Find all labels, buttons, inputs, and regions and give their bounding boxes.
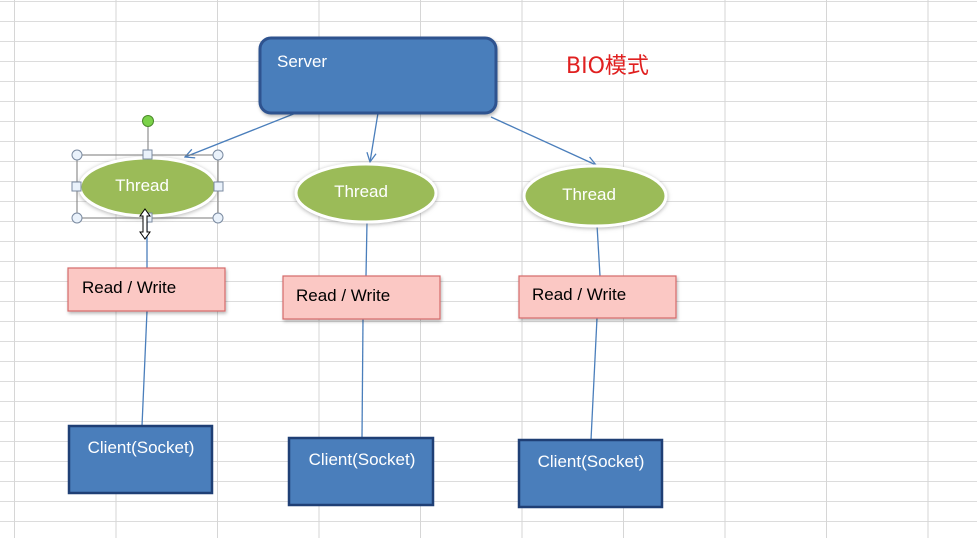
thread-node-3[interactable]: Thread [522,164,668,228]
thread-label-3: Thread [562,185,616,204]
read-write-node-2[interactable]: Read / Write [282,275,441,320]
thread-node-2[interactable]: Thread [294,162,438,224]
connector-server-thread-2 [370,112,379,162]
client-box-2[interactable] [287,436,435,507]
resize-handle-left[interactable] [71,181,82,192]
read-write-node-3[interactable]: Read / Write [518,275,677,319]
client-box-3[interactable] [517,438,664,509]
resize-handle-top-left[interactable] [71,149,83,161]
connector-rw-client-2 [361,318,364,439]
resize-handle-bottom-left[interactable] [71,212,83,224]
resize-handle-top[interactable] [142,149,153,160]
read-write-node-1[interactable]: Read / Write [67,267,226,312]
thread-label-2: Thread [334,182,388,201]
diagram-title: BIO模式 [566,54,649,79]
read-write-box-1[interactable] [67,267,226,312]
client-label-2: Client(Socket) [309,450,416,469]
read-write-label-1: Read / Write [82,278,176,297]
resize-handle-top-right[interactable] [212,149,224,161]
client-node-3[interactable]: Client(Socket) [517,438,664,509]
client-node-1[interactable]: Client(Socket) [67,424,214,495]
client-label-1: Client(Socket) [88,438,195,457]
thread-ellipse-2[interactable] [294,162,438,224]
connector-rw-client-1 [141,310,148,427]
read-write-label-3: Read / Write [532,285,626,304]
client-box-1[interactable] [67,424,214,495]
read-write-label-2: Read / Write [296,286,390,305]
server-node[interactable]: Server [258,36,498,115]
client-label-3: Client(Socket) [538,452,645,471]
connector-server-thread-3 [490,116,596,165]
connector-thread-rw-3 [596,224,601,277]
rotate-handle[interactable] [142,115,154,127]
server-label: Server [277,52,327,71]
thread-label-1: Thread [115,176,169,195]
thread-node-1[interactable]: Thread [78,156,218,218]
read-write-box-3[interactable] [518,275,677,319]
resize-handle-right[interactable] [213,181,224,192]
client-node-2[interactable]: Client(Socket) [287,436,435,507]
thread-ellipse-3[interactable] [522,164,668,228]
connector-rw-client-3 [590,317,598,441]
resize-handle-bottom-right[interactable] [212,212,224,224]
server-box[interactable] [258,36,498,115]
connector-thread-rw-2 [365,221,368,277]
connector-server-thread-1 [185,112,297,157]
read-write-box-2[interactable] [282,275,441,320]
resize-cursor-icon [139,208,151,240]
